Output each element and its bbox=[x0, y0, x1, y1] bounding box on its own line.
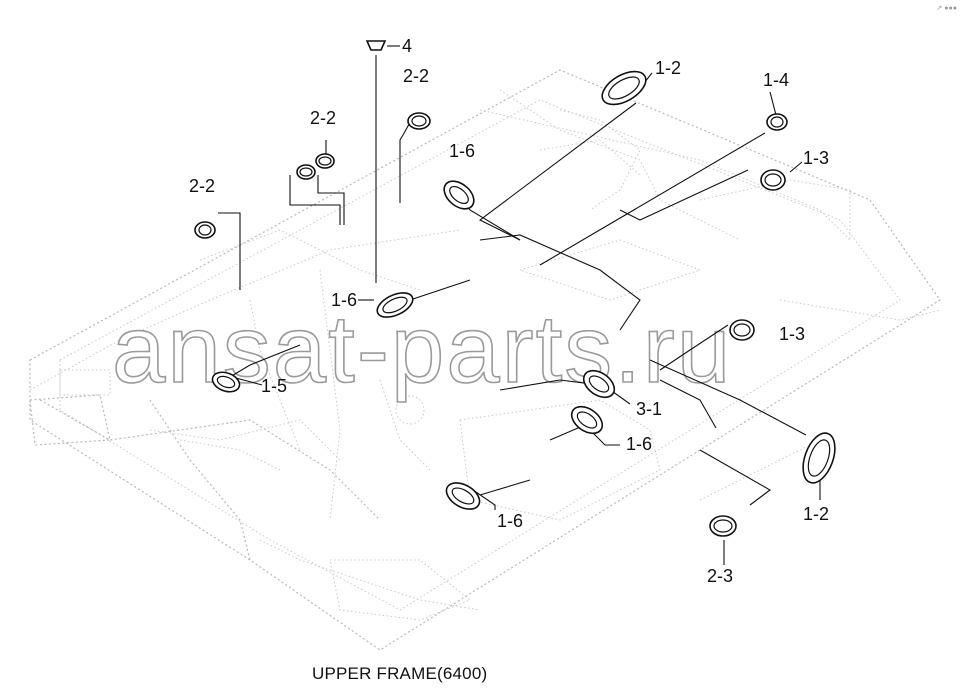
callout-labels: 4 2-2 2-2 2-2 1-2 1-4 1-3 1-6 1-6 1-3 1-… bbox=[189, 36, 829, 586]
callout-1-2-bottom: 1-2 bbox=[803, 504, 829, 524]
part-1-3-mid-grommet-icon bbox=[729, 319, 755, 341]
callout-1-6-upper: 1-6 bbox=[449, 141, 475, 161]
part-3-1-oval-seal-icon bbox=[582, 369, 616, 399]
part-1-3-top-grommet-icon bbox=[760, 169, 786, 191]
callout-1-3-top: 1-3 bbox=[803, 148, 829, 168]
callout-1-6-mid: 1-6 bbox=[626, 434, 652, 454]
part-1-2-top-oval-seal-icon bbox=[601, 70, 647, 106]
callout-3-1: 3-1 bbox=[636, 399, 662, 419]
part-1-6-bottom-oval-seal-icon bbox=[445, 482, 481, 510]
callout-2-2-left: 2-2 bbox=[189, 176, 215, 196]
callout-2-2-top: 2-2 bbox=[403, 66, 429, 86]
leader-lines bbox=[218, 45, 821, 565]
part-2-2-mid-grommet-pair-icon bbox=[296, 153, 335, 180]
callout-1-3-mid: 1-3 bbox=[779, 324, 805, 344]
part-4-knob-icon bbox=[365, 40, 387, 51]
part-1-4-grommet-icon bbox=[766, 113, 788, 131]
watermark-text: ansat-parts.ru bbox=[112, 296, 732, 403]
callout-1-6-bottom: 1-6 bbox=[497, 511, 523, 531]
corner-logo-mark: ↗ ●●● bbox=[936, 5, 958, 12]
callout-1-4: 1-4 bbox=[763, 70, 789, 90]
callout-1-2-top: 1-2 bbox=[655, 58, 681, 78]
part-2-2-top-grommet-icon bbox=[407, 112, 431, 130]
part-1-5-oval-seal-icon bbox=[211, 371, 241, 393]
callout-1-6-left: 1-6 bbox=[331, 290, 357, 310]
callout-2-2-mid: 2-2 bbox=[310, 108, 336, 128]
part-1-2-bottom-oval-seal-icon bbox=[802, 432, 836, 484]
diagram-caption: UPPER FRAME(6400) bbox=[312, 664, 488, 683]
parts bbox=[194, 40, 836, 537]
callout-2-3: 2-3 bbox=[707, 566, 733, 586]
callout-4: 4 bbox=[402, 36, 412, 56]
part-1-6-mid-oval-seal-icon bbox=[570, 405, 604, 435]
part-2-2-left-grommet-icon bbox=[194, 221, 216, 239]
part-1-6-left-oval-seal-icon bbox=[376, 292, 414, 318]
part-1-6-upper-oval-seal-icon bbox=[443, 180, 475, 210]
callout-1-5: 1-5 bbox=[261, 376, 287, 396]
part-2-3-grommet-icon bbox=[709, 515, 737, 537]
